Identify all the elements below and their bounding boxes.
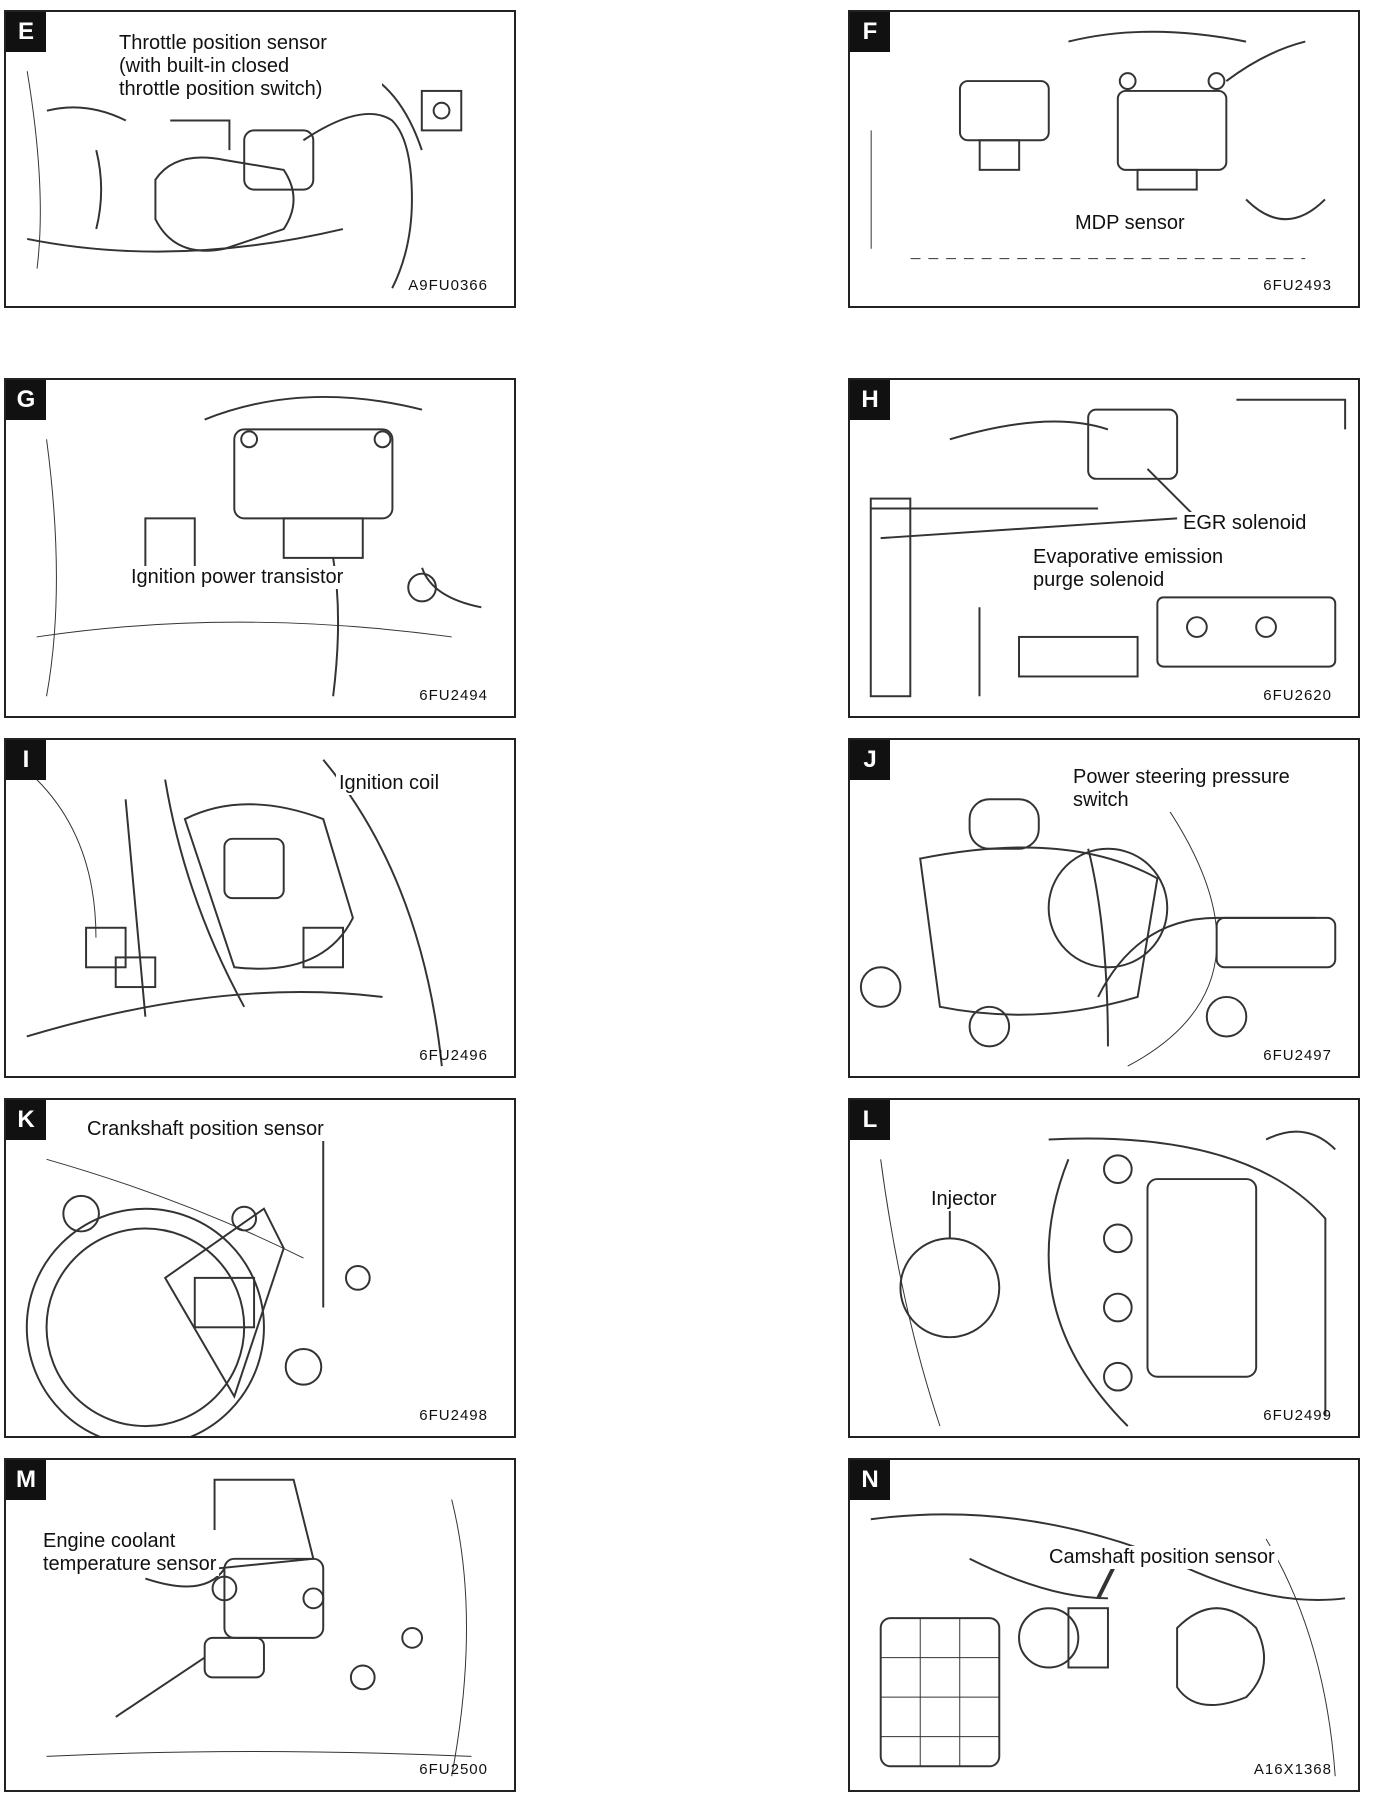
label-egr-solenoid: EGR solenoid (1180, 512, 1310, 535)
figure-code: 6FU2500 (419, 1761, 488, 1778)
figure-code: 6FU2498 (419, 1407, 488, 1424)
illustration-ignition-power-transistor (36, 396, 482, 697)
label-evaporative-emission-purge-solenoid: Evaporative emission purge solenoid (1030, 546, 1227, 592)
label-engine-coolant-temperature-sensor: Engine coolant temperature sensor (40, 1530, 220, 1576)
illustration-power-steering-pressure-switch (859, 779, 1337, 1067)
illustration-engine-coolant-temperature-sensor (46, 1478, 472, 1777)
label-mdp-sensor: MDP sensor (1072, 212, 1188, 235)
illustration-crankshaft-position-sensor (25, 1129, 371, 1436)
illustration-mdp-sensor (870, 30, 1326, 260)
panel-f: F MDP sensor 6FU2493 (848, 10, 1360, 308)
figure-code: A9FU0366 (408, 277, 488, 294)
panel-l: L Injector 6FU2499 (848, 1098, 1360, 1438)
label-ignition-coil: Ignition coil (336, 772, 443, 795)
illustration-injector (880, 1130, 1336, 1427)
panel-letter: N (850, 1460, 890, 1500)
panel-letter: I (6, 740, 46, 780)
panel-letter: L (850, 1100, 890, 1140)
panel-letter: E (6, 12, 46, 52)
panel-letter: M (6, 1460, 46, 1500)
illustration-ignition-coil (26, 759, 443, 1067)
panel-h: H EGR solenoid Evaporative emission purg… (848, 378, 1360, 718)
panel-letter: F (850, 12, 890, 52)
panel-n: N Camshaft position sensor A16X1368 (848, 1458, 1360, 1792)
panel-letter: H (850, 380, 890, 420)
panel-k: K Crankshaft position sensor 6FU2498 (4, 1098, 516, 1438)
label-crankshaft-position-sensor: Crankshaft position sensor (84, 1118, 327, 1141)
figure-code: 6FU2497 (1263, 1047, 1332, 1064)
illustration-camshaft-position-sensor (870, 1513, 1346, 1777)
panel-e: E Throttle position sensor (with built-i… (4, 10, 516, 308)
label-power-steering-pressure-switch: Power steering pressure switch (1070, 766, 1346, 812)
illustration-egr-and-purge-solenoid (869, 398, 1347, 698)
figure-code: 6FU2493 (1263, 277, 1332, 294)
panel-j: J Power steering pressure switch 6FU2497 (848, 738, 1360, 1078)
label-injector: Injector (928, 1188, 1000, 1211)
panel-m: M Engine coolant temperature sensor 6FU2… (4, 1458, 516, 1792)
figure-code: A16X1368 (1253, 1761, 1332, 1778)
figure-code: 6FU2496 (419, 1047, 488, 1064)
panel-letter: K (6, 1100, 46, 1140)
figure-code: 6FU2499 (1263, 1407, 1332, 1424)
figure-code: 6FU2494 (419, 687, 488, 704)
panel-letter: J (850, 740, 890, 780)
panel-i: I Ignition coil 6FU2496 (4, 738, 516, 1078)
panel-letter: G (6, 380, 46, 420)
label-throttle-position-sensor: Throttle position sensor (with built-in … (116, 32, 382, 101)
illustration-throttle-position-sensor (26, 70, 463, 289)
panel-g: G Ignition power transistor 6FU2494 (4, 378, 516, 718)
label-camshaft-position-sensor: Camshaft position sensor (1046, 1546, 1278, 1569)
figure-code: 6FU2620 (1263, 687, 1332, 704)
label-ignition-power-transistor: Ignition power transistor (128, 566, 347, 589)
